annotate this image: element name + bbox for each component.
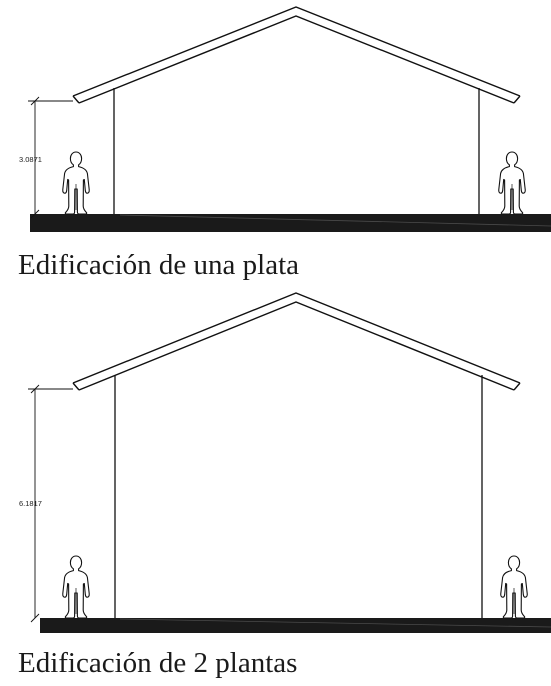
ground-slab bbox=[30, 214, 551, 232]
roof-right-end bbox=[513, 95, 521, 104]
dimension-tick-bottom bbox=[30, 613, 40, 623]
dimension-label: 6.1817 bbox=[19, 499, 42, 508]
dimension-tick-top bbox=[30, 96, 40, 106]
person-silhouette-icon bbox=[498, 151, 526, 215]
dimension-tick-top bbox=[30, 384, 40, 394]
roof-left-end bbox=[72, 95, 80, 104]
roof-outer-line bbox=[72, 292, 521, 384]
roof-inner-line bbox=[78, 15, 515, 104]
person-silhouette-icon bbox=[62, 555, 90, 619]
caption-one-storey: Edificación de una plata bbox=[18, 249, 300, 281]
ground-inner-line bbox=[119, 214, 551, 227]
elevation-one-storey: 3.0871 bbox=[19, 6, 551, 232]
roof-left-end bbox=[72, 382, 80, 391]
roof-outer-line bbox=[72, 6, 521, 97]
dimension-label: 3.0871 bbox=[19, 155, 42, 164]
roof-right-end bbox=[513, 382, 521, 391]
ground-inner-line bbox=[119, 618, 551, 628]
roof-inner-line bbox=[78, 301, 515, 391]
person-silhouette-icon bbox=[62, 151, 90, 215]
person-silhouette-icon bbox=[500, 555, 528, 619]
caption-two-storey: Edificación de 2 plantas bbox=[18, 647, 298, 679]
dimension-tick-bottom bbox=[30, 209, 40, 219]
ground-slab bbox=[40, 618, 551, 633]
elevation-two-storey: 6.1817 bbox=[19, 292, 551, 633]
